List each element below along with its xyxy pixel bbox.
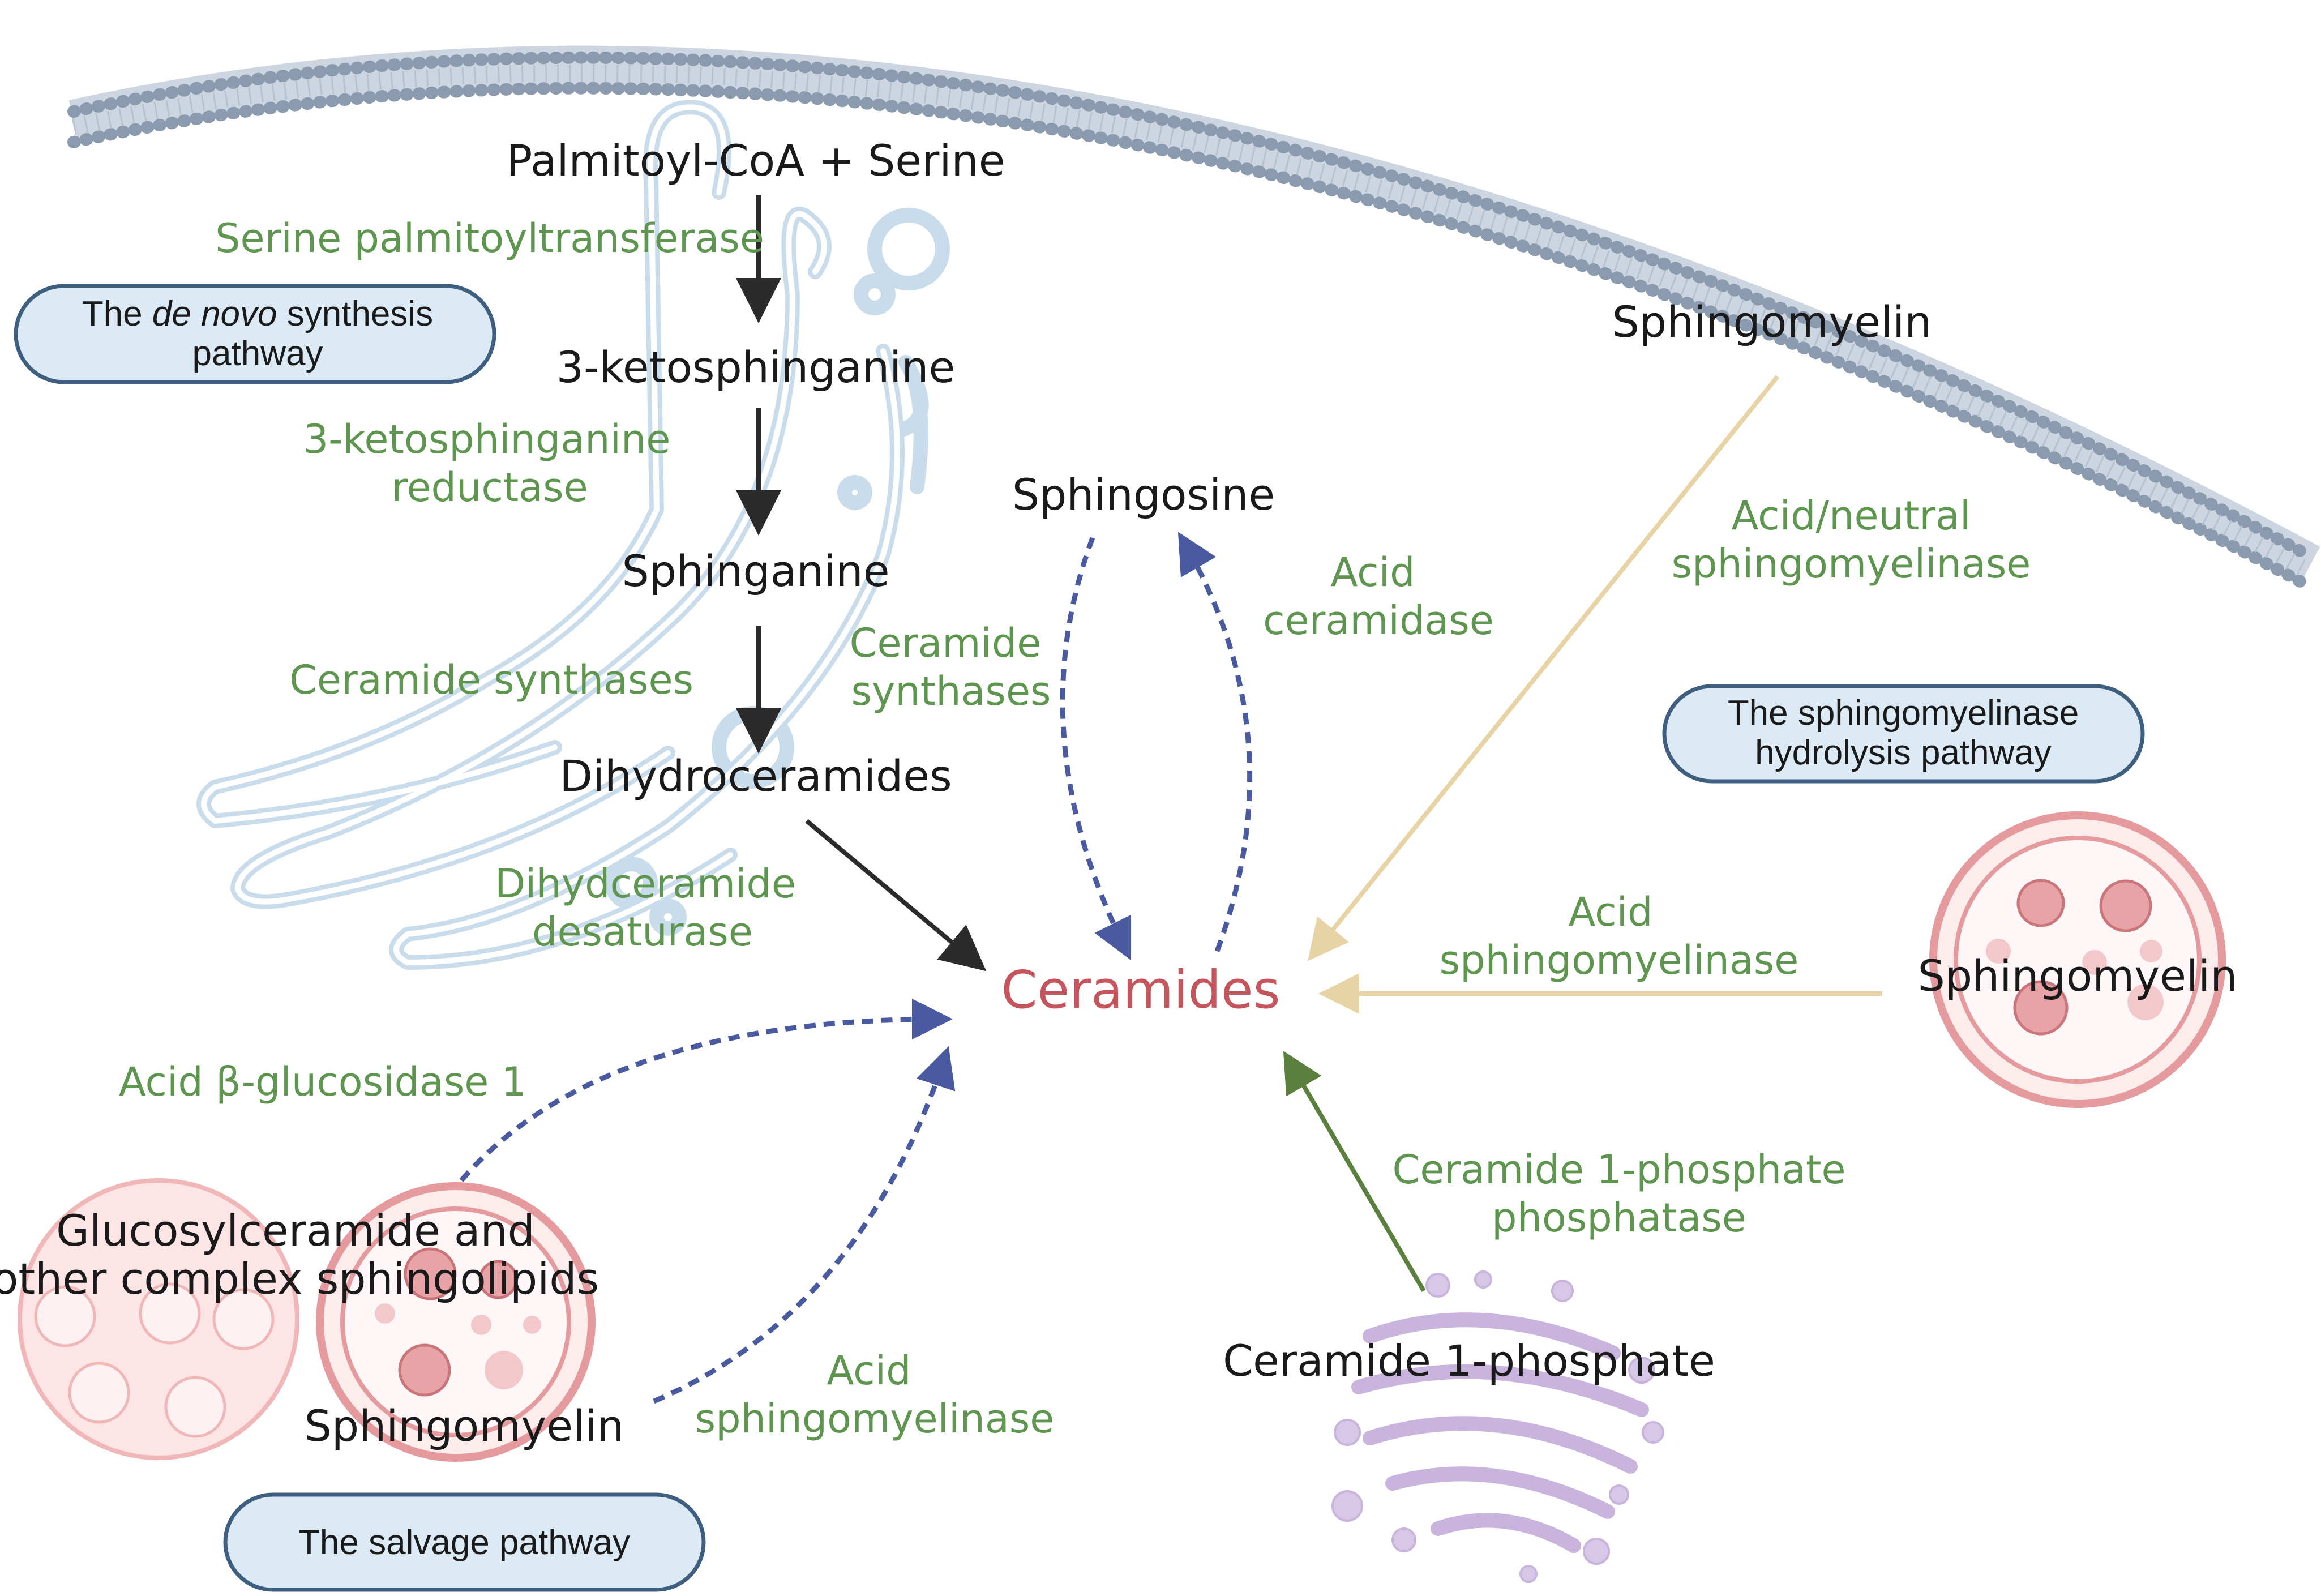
- de-novo-arrows: [736, 195, 987, 972]
- plasma-membrane: [67, 45, 2320, 593]
- node-palmitoyl-coa-serine: Palmitoyl-CoA + Serine: [507, 135, 1005, 186]
- golgi-vesicles: [1331, 1270, 1664, 1583]
- pathway-box-salvage: The salvage pathway: [223, 1492, 706, 1592]
- arrow-sphingosine-to-ceramides: [1060, 537, 1132, 961]
- de-novo-line2: pathway: [192, 334, 323, 373]
- de-novo-prefix: The: [82, 294, 152, 333]
- salvage-arrows: [459, 999, 956, 1404]
- hydrolysis-line1: The sphingomyelinase: [1728, 694, 2079, 733]
- node-ceramide-1-phosphate: Ceramide 1-phosphate: [1223, 1336, 1715, 1386]
- enzyme-acid-neutral-smase-line2: sphingomyelinase: [1672, 541, 2031, 587]
- er-inner-lumen: [201, 104, 900, 965]
- enzyme-acid-ceramidase-line1: Acid: [1330, 549, 1415, 596]
- enzyme-acid-smase-salvage-line1: Acid: [827, 1347, 911, 1394]
- enzyme-ceramide-synthases-salvage-line1: Ceramide: [850, 620, 1042, 666]
- enzyme-ketosphinganine-reductase-line1: 3-ketosphinganine: [303, 416, 671, 463]
- node-sphingosine: Sphingosine: [1012, 469, 1275, 520]
- enzyme-acid-beta-glucosidase-1: Acid β-glucosidase 1: [119, 1059, 526, 1105]
- arrow-sphingomyelin-membrane-to-ceramides: [1307, 375, 1780, 961]
- node-sphingomyelin-membrane: Sphingomyelin: [1612, 297, 1932, 347]
- enzyme-acid-smase-salvage-line2: sphingomyelinase: [695, 1396, 1055, 1442]
- node-glucosylceramide-line1: Glucosylceramide and: [56, 1205, 535, 1256]
- pathway-box-hydrolysis: The sphingomyelinase hydrolysis pathway: [1662, 684, 2145, 784]
- golgi-apparatus: [1351, 1312, 1649, 1553]
- enzyme-acid-smase-right-line1: Acid: [1568, 889, 1652, 935]
- de-novo-italic: de novo: [152, 294, 277, 333]
- sphingosine-arrows: [1060, 532, 1253, 961]
- hydrolysis-arrows: [1307, 375, 1882, 1014]
- arrow-sphingomyelin-salvage-to-ceramides: [653, 1046, 956, 1404]
- node-glucosylceramide-line2: other complex sphingolipids: [0, 1253, 599, 1304]
- salvage-label: The salvage pathway: [298, 1523, 630, 1562]
- hydrolysis-line2: hydrolysis pathway: [1755, 733, 2052, 772]
- lysosome-hydrolysis: [1929, 811, 2226, 1108]
- lysosome-salvage-outer: [18, 1178, 299, 1460]
- enzyme-acid-smase-right-line2: sphingomyelinase: [1440, 937, 1799, 983]
- node-3-ketosphinganine: 3-ketosphinganine: [556, 342, 955, 392]
- arrow-c1p-to-ceramides: [1283, 1051, 1426, 1293]
- node-sphingomyelin-lysosome: Sphingomyelin: [1918, 951, 2238, 1001]
- enzyme-dihydroceramide-desaturase-line1: Dihydceramide: [495, 861, 796, 907]
- enzyme-ketosphinganine-reductase-line2: reductase: [391, 464, 588, 511]
- enzyme-ceramide-synthases: Ceramide synthases: [289, 657, 693, 703]
- node-sphingomyelin-salvage: Sphingomyelin: [305, 1401, 624, 1451]
- node-dihydroceramides: Dihydroceramides: [559, 751, 952, 801]
- enzyme-acid-ceramidase-line2: ceramidase: [1263, 597, 1494, 644]
- svg-text:The de novo synthesis: The de novo synthesis: [82, 294, 433, 333]
- enzyme-ceramide-synthases-salvage-line2: synthases: [851, 668, 1051, 714]
- enzyme-c1p-phosphatase-line1: Ceramide 1-phosphate: [1392, 1146, 1845, 1193]
- arrow-glucosylceramide-to-ceramides: [459, 999, 953, 1182]
- node-ceramides: Ceramides: [1001, 960, 1280, 1020]
- arrow-dihydroceramides-to-ceramides: [805, 819, 987, 972]
- enzyme-dihydroceramide-desaturase-line2: desaturase: [532, 909, 753, 955]
- de-novo-suffix: synthesis: [277, 294, 434, 333]
- node-sphinganine: Sphinganine: [622, 546, 890, 596]
- pathway-box-de-novo: The de novo synthesis pathway: [14, 284, 496, 384]
- arrow-ceramides-to-sphingosine: [1177, 532, 1253, 952]
- enzyme-serine-palmitoyltransferase: Serine palmitoyltransferase: [215, 215, 764, 262]
- lysosome-salvage-inner: [316, 1182, 596, 1462]
- enzyme-acid-neutral-smase-line1: Acid/neutral: [1732, 493, 1971, 539]
- enzyme-c1p-phosphatase-line2: phosphatase: [1492, 1195, 1746, 1241]
